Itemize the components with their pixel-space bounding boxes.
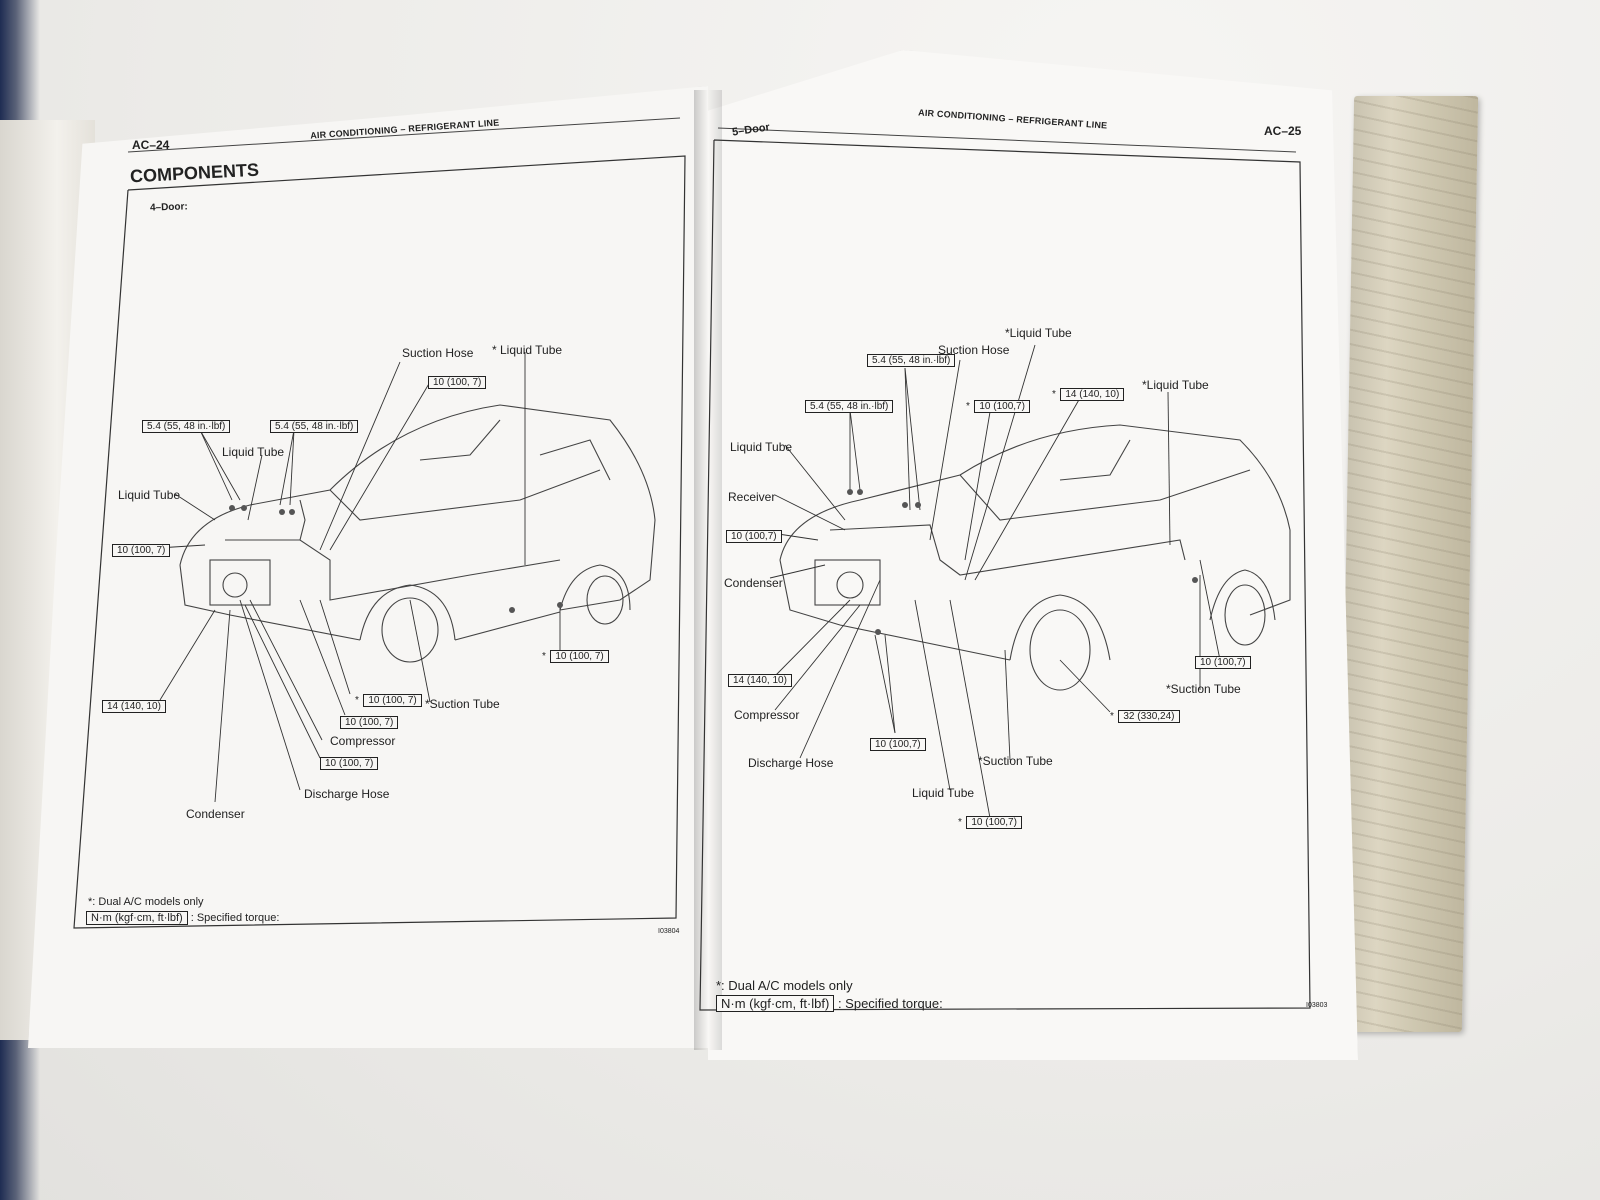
left-spec-legend: N·m (kgf·cm, ft·lbf) : Specified torque: <box>86 911 280 925</box>
right-label-suction-hose: Suction Hose <box>938 343 1010 357</box>
left-subtitle: 4–Door: <box>149 201 188 214</box>
right-torque-10-left: 10 (100,7) <box>726 526 782 544</box>
asterisk: * <box>542 651 546 662</box>
asterisk: * <box>1110 711 1114 722</box>
torque-box: 10 (100, 7) <box>363 694 422 707</box>
left-label-liquid-tube-mid: Liquid Tube <box>222 445 285 459</box>
torque-box: 10 (100,7) <box>726 530 782 543</box>
right-label-condenser: Condenser <box>724 576 783 590</box>
right-label-liquid-tube-left: Liquid Tube <box>730 440 793 454</box>
torque-box: 10 (100,7) <box>870 738 926 751</box>
left-torque-b3: 10 (100, 7) <box>320 753 379 771</box>
right-spec-legend: N·m (kgf·cm, ft·lbf) : Specified torque: <box>716 995 943 1012</box>
left-label-suction-hose: Suction Hose <box>402 346 474 360</box>
right-figure-frame <box>699 139 1311 1011</box>
left-label-suction-tube: *Suction Tube <box>425 697 500 711</box>
right-torque-10-top: * 10 (100,7) <box>966 396 1030 414</box>
torque-box: 14 (140, 10) <box>728 674 792 687</box>
asterisk: * <box>966 401 970 412</box>
torque-box: 10 (100,7) <box>974 400 1030 413</box>
torque-box: 14 (140, 10) <box>102 700 166 713</box>
right-torque-14-top: * 14 (140, 10) <box>1052 384 1125 402</box>
spec-box: N·m (kgf·cm, ft·lbf) <box>716 995 835 1012</box>
left-figure-id: I03804 <box>658 928 680 935</box>
left-torque-54-b: 5.4 (55, 48 in.·lbf) <box>270 416 359 434</box>
left-torque-54-a: 5.4 (55, 48 in.·lbf) <box>142 416 231 434</box>
right-header-separator: – <box>1008 113 1014 125</box>
torque-box: 10 (100, 7) <box>320 757 379 770</box>
right-label-receiver: Receiver <box>728 490 776 504</box>
torque-box: 5.4 (55, 48 in.·lbf) <box>142 420 231 433</box>
right-torque-10-bottom: 10 (100,7) <box>870 734 926 752</box>
right-torque-14-left: 14 (140, 10) <box>728 670 792 688</box>
spec-text: : Specified torque: <box>837 996 943 1011</box>
left-label-liquid-tube-left: Liquid Tube <box>118 488 181 502</box>
right-label-suction-tube-bottom: *Suction Tube <box>978 754 1053 768</box>
asterisk: * <box>1052 389 1056 400</box>
right-figure-id: I03803 <box>1306 1002 1328 1009</box>
right-torque-10-right: 10 (100,7) <box>1195 652 1251 670</box>
left-torque-b2: 10 (100, 7) <box>340 712 399 730</box>
left-van-drawing <box>179 404 656 663</box>
right-torque-54-b: 5.4 (55, 48 in.·lbf) <box>805 396 894 414</box>
right-torque-32: * 32 (330,24) <box>1110 706 1180 724</box>
torque-box: 32 (330,24) <box>1118 710 1180 723</box>
left-torque-b1: * 10 (100, 7) <box>355 690 422 708</box>
right-label-liquid-tube-bottom: Liquid Tube <box>912 786 975 800</box>
torque-box: 5.4 (55, 48 in.·lbf) <box>867 354 956 367</box>
torque-box: 10 (100,7) <box>966 816 1022 829</box>
torque-box: 10 (100, 7) <box>550 650 609 663</box>
left-torque-left: 10 (100, 7) <box>112 540 171 558</box>
left-page <box>28 86 708 1048</box>
right-page <box>708 50 1358 1060</box>
left-label-compressor: Compressor <box>330 734 396 748</box>
spec-box: N·m (kgf·cm, ft·lbf) <box>86 911 188 925</box>
torque-box: 10 (100,7) <box>1195 656 1251 669</box>
left-footnote: *: Dual A/C models only <box>88 896 204 908</box>
spec-text: : Specified torque: <box>190 912 280 924</box>
asterisk: * <box>958 817 962 828</box>
right-label-discharge-hose: Discharge Hose <box>748 756 834 770</box>
torque-box: 14 (140, 10) <box>1060 388 1125 401</box>
torque-box: 5.4 (55, 48 in.·lbf) <box>270 420 359 433</box>
left-page-number: AC–24 <box>132 138 170 152</box>
torque-box: 10 (100, 7) <box>428 376 487 389</box>
left-label-discharge-hose: Discharge Hose <box>304 787 390 801</box>
right-page-number: AC–25 <box>1264 124 1302 138</box>
right-label-liquid-tube-right: *Liquid Tube <box>1142 378 1209 392</box>
torque-box: 10 (100, 7) <box>340 716 399 729</box>
torque-box: 5.4 (55, 48 in.·lbf) <box>805 400 894 413</box>
left-label-liquid-tube-top: * Liquid Tube <box>492 343 563 357</box>
right-torque-10-last: * 10 (100,7) <box>958 812 1022 830</box>
left-torque-top: 10 (100, 7) <box>428 372 487 390</box>
left-label-condenser: Condenser <box>186 807 245 821</box>
left-figure-frame <box>73 155 686 929</box>
right-label-suction-tube-right: *Suction Tube <box>1166 682 1241 696</box>
book-gutter <box>694 90 722 1050</box>
left-torque-right: * 10 (100, 7) <box>542 646 609 664</box>
right-footnote: *: Dual A/C models only <box>716 978 853 993</box>
left-torque-14: 14 (140, 10) <box>102 696 166 714</box>
right-label-liquid-tube-top: *Liquid Tube <box>1005 326 1072 340</box>
left-header-separator: – <box>400 123 406 135</box>
asterisk: * <box>355 695 359 706</box>
right-label-compressor: Compressor <box>734 708 800 722</box>
torque-box: 10 (100, 7) <box>112 544 171 557</box>
right-torque-54-a: 5.4 (55, 48 in.·lbf) <box>867 350 956 368</box>
right-van-drawing <box>779 424 1291 691</box>
